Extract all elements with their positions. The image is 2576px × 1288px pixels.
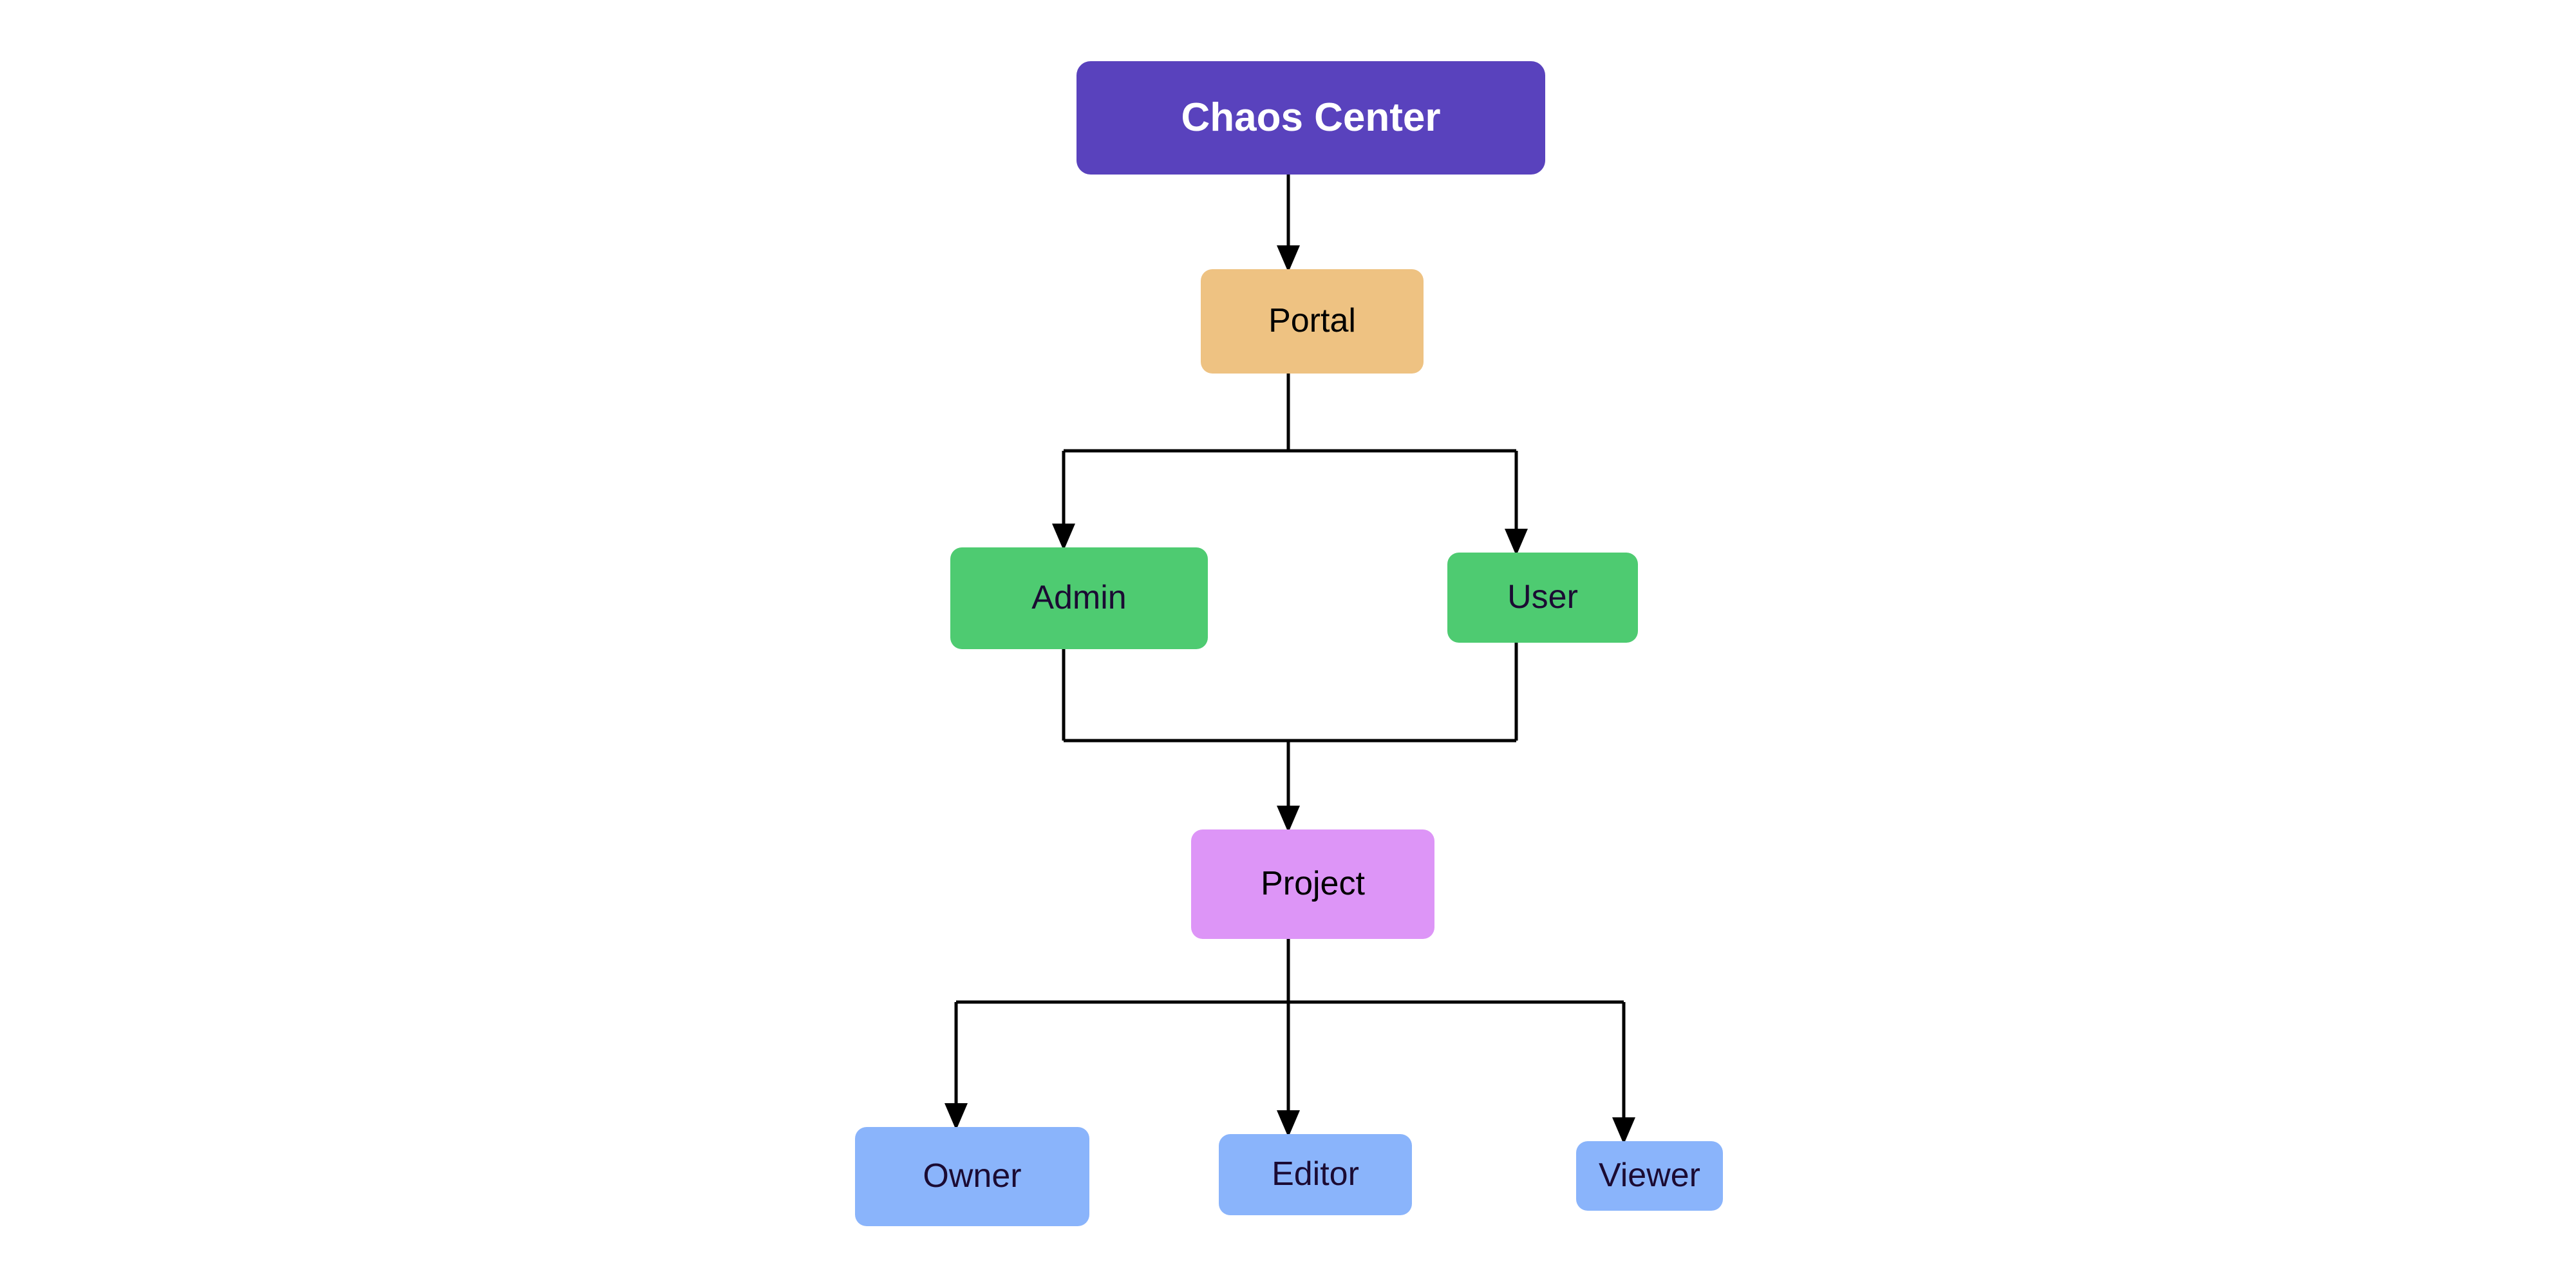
node-project[interactable]: Project <box>1191 829 1434 939</box>
node-owner[interactable]: Owner <box>855 1127 1089 1226</box>
node-viewer-label: Viewer <box>1598 1157 1700 1195</box>
node-chaos-center-label: Chaos Center <box>1181 95 1441 140</box>
node-editor[interactable]: Editor <box>1219 1134 1412 1215</box>
node-viewer[interactable]: Viewer <box>1576 1141 1723 1211</box>
node-project-label: Project <box>1261 865 1365 903</box>
node-admin[interactable]: Admin <box>950 547 1208 649</box>
node-chaos-center[interactable]: Chaos Center <box>1076 61 1545 175</box>
node-owner-label: Owner <box>923 1157 1022 1195</box>
node-admin-label: Admin <box>1031 579 1127 617</box>
node-user-label: User <box>1507 578 1578 616</box>
node-portal[interactable]: Portal <box>1201 269 1424 374</box>
node-portal-label: Portal <box>1268 302 1356 340</box>
node-user[interactable]: User <box>1447 553 1638 643</box>
node-editor-label: Editor <box>1272 1155 1359 1193</box>
